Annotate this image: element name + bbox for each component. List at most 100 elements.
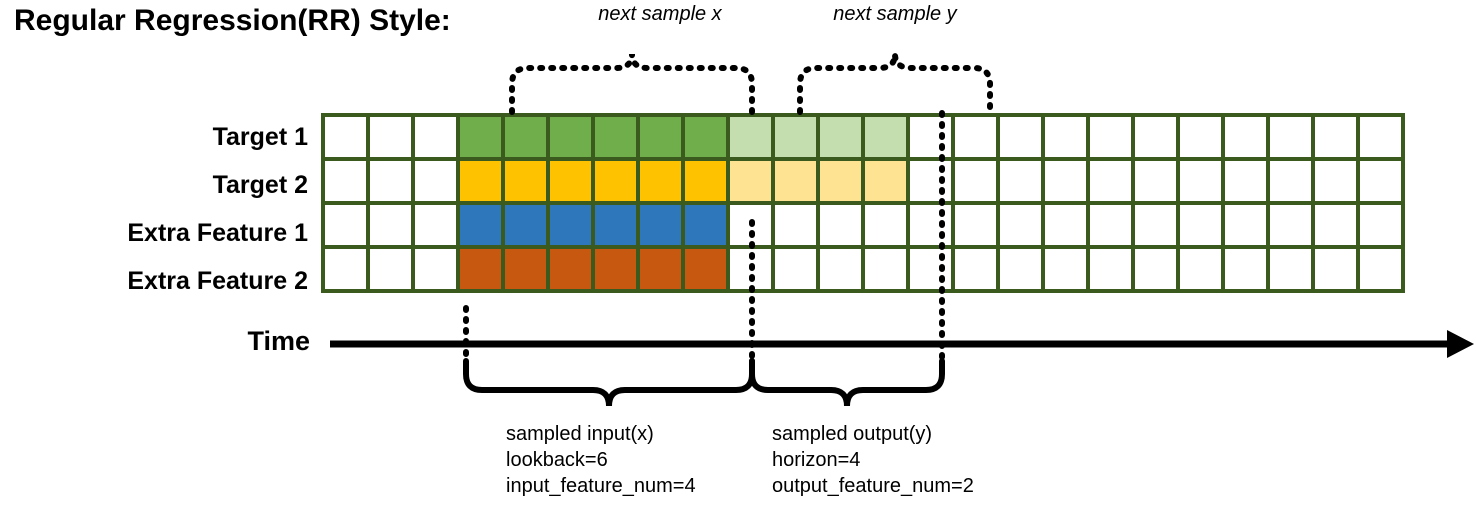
- grid-cell-blank: [321, 157, 370, 205]
- grid-cell-input: [546, 157, 595, 205]
- grid-cell-output: [726, 157, 775, 205]
- annotation-output-line3: output_feature_num=2: [772, 475, 974, 497]
- timeline-grid: [321, 113, 1405, 293]
- grid-cell-input: [456, 113, 505, 161]
- annotation-input: sampled input(x) lookback=6 input_featur…: [506, 421, 696, 499]
- grid-cell-blank: [1041, 201, 1090, 249]
- annotation-input-line3: input_feature_num=4: [506, 475, 696, 497]
- grid-cell-input: [546, 113, 595, 161]
- grid-cell-input: [456, 157, 505, 205]
- grid-cell-input: [591, 157, 640, 205]
- grid-cell-blank: [1221, 113, 1270, 161]
- grid-cell-blank: [996, 157, 1045, 205]
- grid-cell-blank: [1356, 201, 1405, 249]
- brace-sampled-input: [463, 358, 755, 407]
- grid-cell-blank: [996, 201, 1045, 249]
- grid-cell-input: [546, 201, 595, 249]
- grid-row: [321, 245, 1405, 293]
- row-label-extra-feature-2: Extra Feature 2: [127, 267, 308, 295]
- grid-cell-blank: [996, 113, 1045, 161]
- grid-cell-blank: [1086, 113, 1135, 161]
- grid-cell-input: [636, 245, 685, 293]
- grid-cell-input: [456, 201, 505, 249]
- grid-cell-blank: [1221, 245, 1270, 293]
- annotation-input-line2: lookback=6: [506, 449, 608, 471]
- grid-cell-blank: [816, 201, 865, 249]
- row-label-extra-feature-1: Extra Feature 1: [127, 219, 308, 247]
- grid-cell-blank: [1311, 201, 1360, 249]
- grid-cell-output: [816, 113, 865, 161]
- grid-row: [321, 157, 1405, 205]
- grid-cell-blank: [771, 201, 820, 249]
- grid-cell-blank: [1266, 113, 1315, 161]
- page-title: Regular Regression(RR) Style:: [14, 4, 451, 37]
- grid-cell-blank: [1356, 245, 1405, 293]
- grid-cell-blank: [771, 245, 820, 293]
- grid-cell-blank: [906, 245, 955, 293]
- grid-cell-blank: [1041, 113, 1090, 161]
- grid-cell-blank: [1131, 245, 1180, 293]
- grid-cell-blank: [411, 113, 460, 161]
- grid-cell-blank: [366, 201, 415, 249]
- grid-cell-blank: [411, 157, 460, 205]
- row-label-target-2: Target 2: [212, 171, 308, 199]
- grid-cell-blank: [726, 245, 775, 293]
- grid-row: [321, 113, 1405, 161]
- grid-cell-blank: [861, 245, 910, 293]
- grid-cell-output: [771, 157, 820, 205]
- annotation-input-line1: sampled input(x): [506, 423, 654, 445]
- grid-cell-blank: [1176, 245, 1225, 293]
- grid-cell-input: [636, 157, 685, 205]
- grid-cell-blank: [366, 157, 415, 205]
- grid-cell-blank: [906, 113, 955, 161]
- grid-cell-blank: [1131, 113, 1180, 161]
- annotation-output-line1: sampled output(y): [772, 423, 933, 445]
- grid-cell-output: [861, 157, 910, 205]
- grid-cell-blank: [726, 201, 775, 249]
- grid-cell-blank: [1266, 201, 1315, 249]
- grid-cell-blank: [1041, 245, 1090, 293]
- grid-cell-input: [591, 245, 640, 293]
- grid-cell-blank: [321, 245, 370, 293]
- grid-cell-blank: [1356, 113, 1405, 161]
- grid-cell-blank: [1086, 157, 1135, 205]
- grid-cell-blank: [906, 201, 955, 249]
- grid-cell-blank: [906, 157, 955, 205]
- grid-cell-blank: [321, 201, 370, 249]
- caption-next-sample-y: next sample y: [833, 3, 957, 25]
- grid-cell-blank: [1311, 157, 1360, 205]
- grid-cell-blank: [1131, 201, 1180, 249]
- grid-cell-blank: [861, 201, 910, 249]
- brace-next-sample-x: [509, 53, 755, 115]
- grid-cell-blank: [1041, 157, 1090, 205]
- grid-cell-blank: [1176, 201, 1225, 249]
- annotation-output: sampled output(y) horizon=4 output_featu…: [772, 421, 974, 499]
- grid-cell-blank: [1311, 113, 1360, 161]
- grid-cell-blank: [1221, 201, 1270, 249]
- grid-cell-input: [636, 201, 685, 249]
- grid-cell-input: [501, 201, 550, 249]
- grid-cell-blank: [1176, 157, 1225, 205]
- grid-cell-blank: [411, 201, 460, 249]
- row-label-target-1: Target 1: [212, 123, 308, 151]
- grid-cell-blank: [1086, 245, 1135, 293]
- grid-table: [321, 113, 1405, 293]
- grid-cell-input: [501, 113, 550, 161]
- grid-cell-input: [681, 113, 730, 161]
- grid-cell-blank: [1311, 245, 1360, 293]
- annotation-output-line2: horizon=4: [772, 449, 861, 471]
- grid-cell-blank: [1221, 157, 1270, 205]
- grid-cell-output: [726, 113, 775, 161]
- grid-cell-blank: [951, 201, 1000, 249]
- brace-next-sample-y: [797, 53, 993, 115]
- grid-cell-blank: [1266, 157, 1315, 205]
- grid-cell-output: [771, 113, 820, 161]
- time-axis-arrowhead: [1447, 330, 1474, 358]
- grid-cell-blank: [1176, 113, 1225, 161]
- grid-cell-blank: [411, 245, 460, 293]
- grid-cell-input: [591, 201, 640, 249]
- grid-cell-blank: [951, 113, 1000, 161]
- grid-cell-blank: [816, 245, 865, 293]
- grid-cell-input: [681, 157, 730, 205]
